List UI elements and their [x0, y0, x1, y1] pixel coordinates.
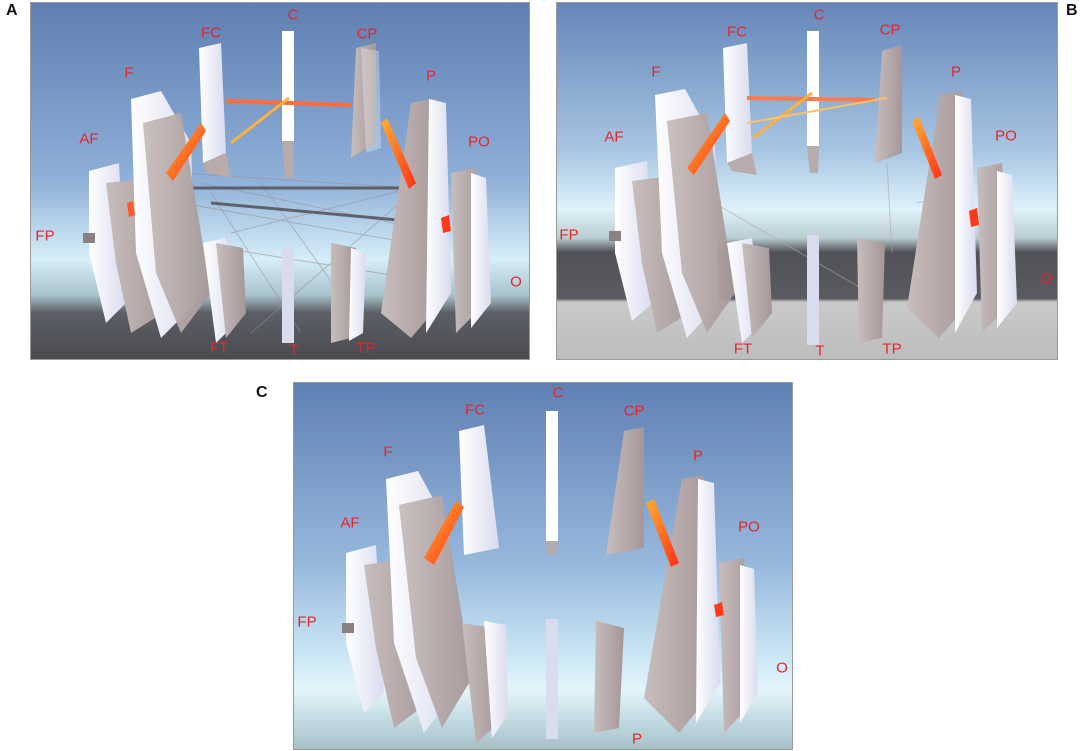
brain-scene-a: C FC CP F P AF PO FP O FT T TP: [30, 2, 530, 360]
region-label-c: C: [813, 6, 825, 24]
region-label-cp: CP: [623, 402, 645, 420]
scene-graphic-a: [31, 3, 529, 359]
region-label-fp: FP: [559, 226, 579, 244]
region-label-fc: FC: [465, 401, 485, 419]
region-label-c: C: [287, 6, 299, 24]
region-label-ft: FT: [209, 339, 229, 357]
region-label-fc: FC: [727, 23, 747, 41]
region-label-f: F: [651, 63, 661, 81]
region-label-ft: FT: [733, 340, 753, 358]
region-label-po: PO: [468, 133, 490, 151]
region-label-cp: CP: [356, 25, 378, 43]
region-label-f: F: [383, 443, 393, 461]
brain-scene-c: C FC CP F P AF PO FP O P: [293, 382, 793, 750]
region-label-fp: FP: [297, 613, 317, 631]
region-label-p: P: [692, 447, 704, 465]
region-label-f: F: [124, 64, 134, 82]
region-label-cp: CP: [879, 21, 901, 39]
region-label-po: PO: [738, 518, 760, 536]
brain-scene-b: C FC CP F P AF PO FP O FT T TP: [556, 2, 1058, 360]
region-label-tp: P: [631, 730, 643, 748]
scene-graphic-c: [294, 383, 792, 749]
region-label-fc: FC: [201, 24, 221, 42]
region-label-c: C: [552, 384, 564, 402]
region-label-af: AF: [604, 128, 624, 146]
panel-letter-a: A: [6, 2, 18, 19]
region-label-t: T: [289, 341, 299, 359]
panel-letter-c: C: [256, 384, 268, 401]
region-label-af: AF: [340, 514, 360, 532]
region-label-p: P: [425, 67, 437, 85]
region-label-o: O: [510, 273, 522, 291]
region-label-o: O: [776, 659, 788, 677]
panel-letter-b: B: [1066, 2, 1078, 19]
region-label-af: AF: [79, 130, 99, 148]
region-label-tp: TP: [882, 340, 902, 358]
region-label-p: P: [950, 63, 962, 81]
region-label-fp: FP: [35, 227, 55, 245]
scene-graphic-b: [557, 3, 1057, 359]
region-label-tp: TP: [356, 339, 376, 357]
region-label-po: PO: [995, 127, 1017, 145]
region-label-t: T: [815, 342, 825, 360]
region-label-o: O: [1040, 270, 1052, 288]
